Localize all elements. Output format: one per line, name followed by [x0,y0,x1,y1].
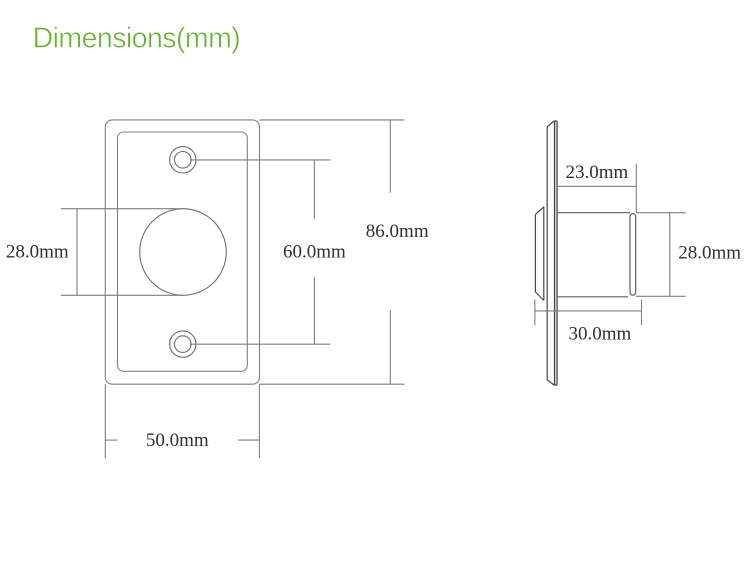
svg-text:28.0mm: 28.0mm [6,241,69,262]
svg-text:60.0mm: 60.0mm [283,242,346,263]
svg-text:30.0mm: 30.0mm [569,324,632,345]
svg-text:86.0mm: 86.0mm [366,221,429,242]
svg-text:28.0mm: 28.0mm [678,242,741,263]
svg-text:23.0mm: 23.0mm [566,162,629,183]
svg-text:Dimensions(mm): Dimensions(mm) [33,23,241,55]
svg-text:50.0mm: 50.0mm [146,430,209,451]
